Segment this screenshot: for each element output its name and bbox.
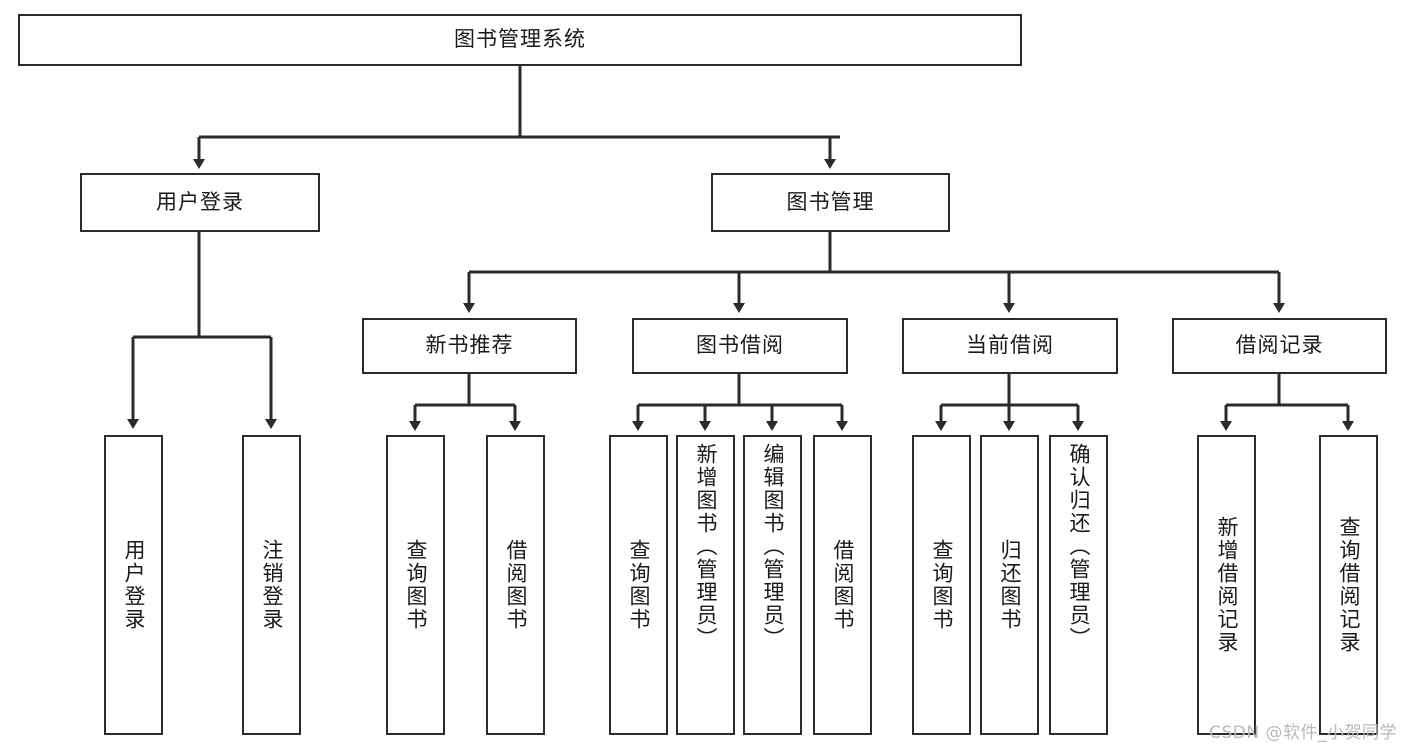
leaf-label: 查询图书 (403, 539, 428, 631)
node-label: 图书管理 (786, 189, 875, 214)
node-current-borrow[interactable]: 当前借阅 (902, 318, 1118, 374)
leaf-label: 确认归还（管理员） (1066, 443, 1091, 650)
leaf-label: 编辑图书（管理员） (760, 443, 785, 650)
leaf-current-borrow-return-books[interactable]: 归还图书 (980, 435, 1039, 735)
node-label: 新书推荐 (425, 333, 514, 358)
leaf-label: 新增图书（管理员） (693, 443, 718, 650)
leaf-new-book-query-books[interactable]: 查询图书 (386, 435, 445, 735)
leaf-label: 查询图书 (929, 539, 954, 631)
node-root-book-management-system[interactable]: 图书管理系统 (18, 14, 1022, 66)
leaf-user-login-login[interactable]: 用户登录 (104, 435, 163, 735)
leaf-user-login-logout[interactable]: 注销登录 (242, 435, 301, 735)
leaf-book-borrow-add-book-admin[interactable]: 新增图书（管理员） (676, 435, 735, 735)
leaf-borrow-record-query-record[interactable]: 查询借阅记录 (1319, 435, 1378, 735)
node-user-login[interactable]: 用户登录 (80, 173, 320, 232)
leaf-label: 借阅图书 (503, 539, 528, 631)
leaf-new-book-borrow-books[interactable]: 借阅图书 (486, 435, 545, 735)
leaf-borrow-record-add-record[interactable]: 新增借阅记录 (1197, 435, 1256, 735)
node-label: 借阅记录 (1235, 333, 1324, 358)
leaf-book-borrow-borrow-books[interactable]: 借阅图书 (813, 435, 872, 735)
leaf-book-borrow-query-books[interactable]: 查询图书 (609, 435, 668, 735)
leaf-label: 查询图书 (626, 539, 651, 631)
leaf-label: 归还图书 (997, 539, 1022, 631)
leaf-label: 查询借阅记录 (1336, 516, 1361, 654)
leaf-label: 注销登录 (259, 539, 284, 631)
node-borrow-record[interactable]: 借阅记录 (1172, 318, 1387, 374)
leaf-label: 借阅图书 (830, 539, 855, 631)
leaf-current-borrow-query-books[interactable]: 查询图书 (912, 435, 971, 735)
leaf-current-borrow-confirm-return-admin[interactable]: 确认归还（管理员） (1049, 435, 1108, 735)
leaf-label: 用户登录 (121, 539, 146, 631)
node-label: 用户登录 (156, 189, 244, 214)
node-label: 当前借阅 (966, 333, 1054, 358)
node-book-management[interactable]: 图书管理 (711, 173, 950, 232)
node-new-book-recommend[interactable]: 新书推荐 (362, 318, 577, 374)
node-label: 图书借阅 (696, 333, 784, 358)
node-label: 图书管理系统 (454, 27, 586, 52)
node-book-borrow[interactable]: 图书借阅 (632, 318, 848, 374)
leaf-label: 新增借阅记录 (1214, 516, 1239, 654)
leaf-book-borrow-edit-book-admin[interactable]: 编辑图书（管理员） (743, 435, 802, 735)
